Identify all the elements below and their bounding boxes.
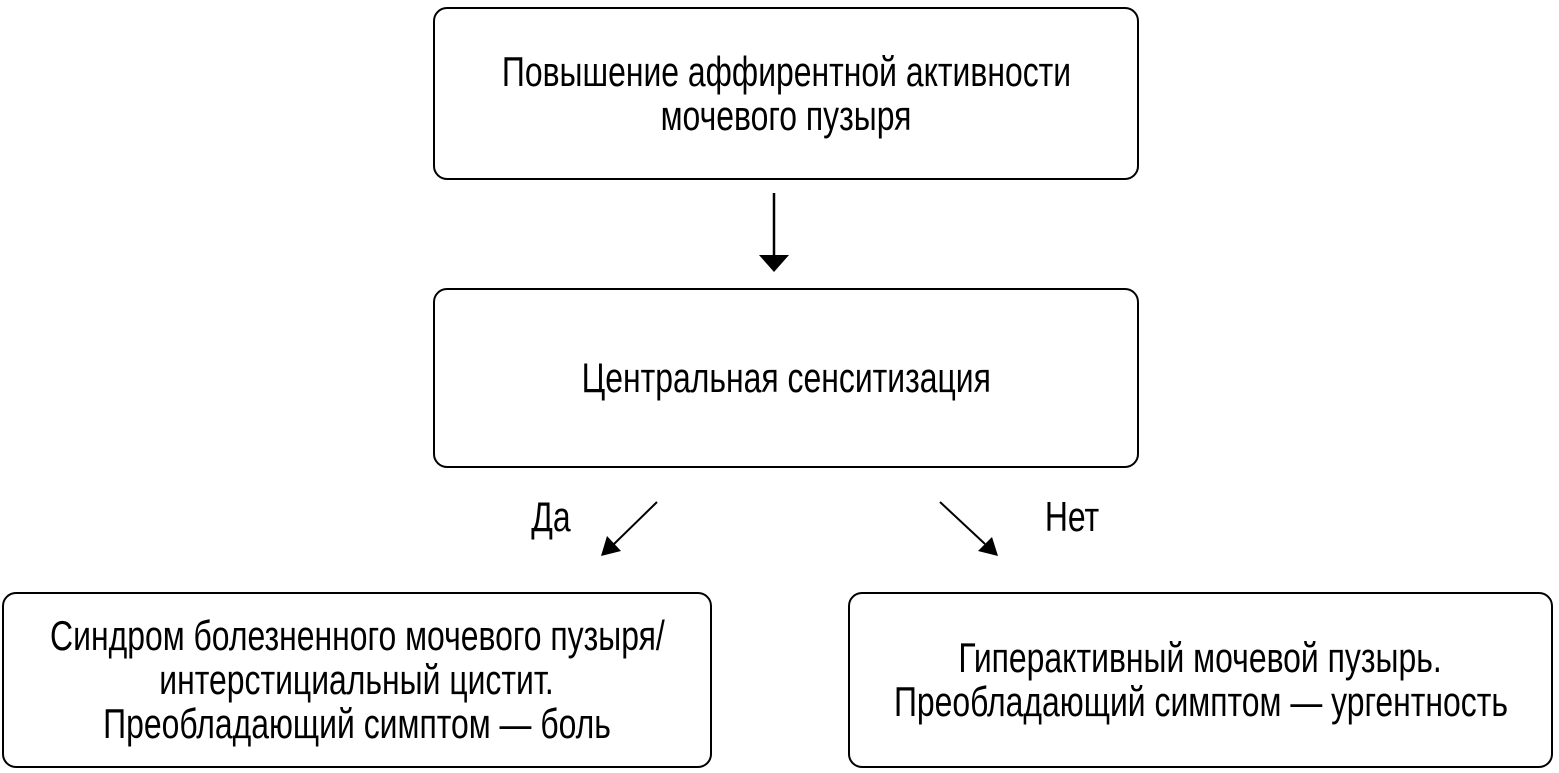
yes-arrow — [601, 501, 658, 556]
down-arrow — [759, 193, 789, 272]
node-overactive-bladder: Гиперактивный мочевой пузырь. Преобладаю… — [848, 592, 1553, 768]
edge-label-no: Нет — [1044, 493, 1100, 540]
edge-label-yes: Да — [531, 493, 571, 540]
node-text-line: интерстициальный цистит. — [159, 656, 555, 703]
node-text-line: Преобладающий симптом — ургентность — [893, 678, 1508, 725]
node-text-line: Повышение аффирентной активности — [501, 47, 1071, 95]
node-text-line: Гиперактивный мочевой пузырь. — [958, 634, 1443, 681]
node-painful-bladder-syndrome: Синдром болезненного мочевого пузыря/ ин… — [2, 592, 712, 768]
node-text-line: мочевого пузыря — [660, 91, 912, 139]
node-text-line: Преобладающий симптом — боль — [103, 700, 611, 747]
node-afferent-activity: Повышение аффирентной активности мочевог… — [433, 7, 1139, 180]
node-text-line: Центральная сенситизация — [581, 354, 991, 401]
node-central-sensitization: Центральная сенситизация — [433, 288, 1139, 468]
no-arrow — [939, 501, 998, 556]
node-text-line: Синдром болезненного мочевого пузыря/ — [49, 612, 665, 659]
